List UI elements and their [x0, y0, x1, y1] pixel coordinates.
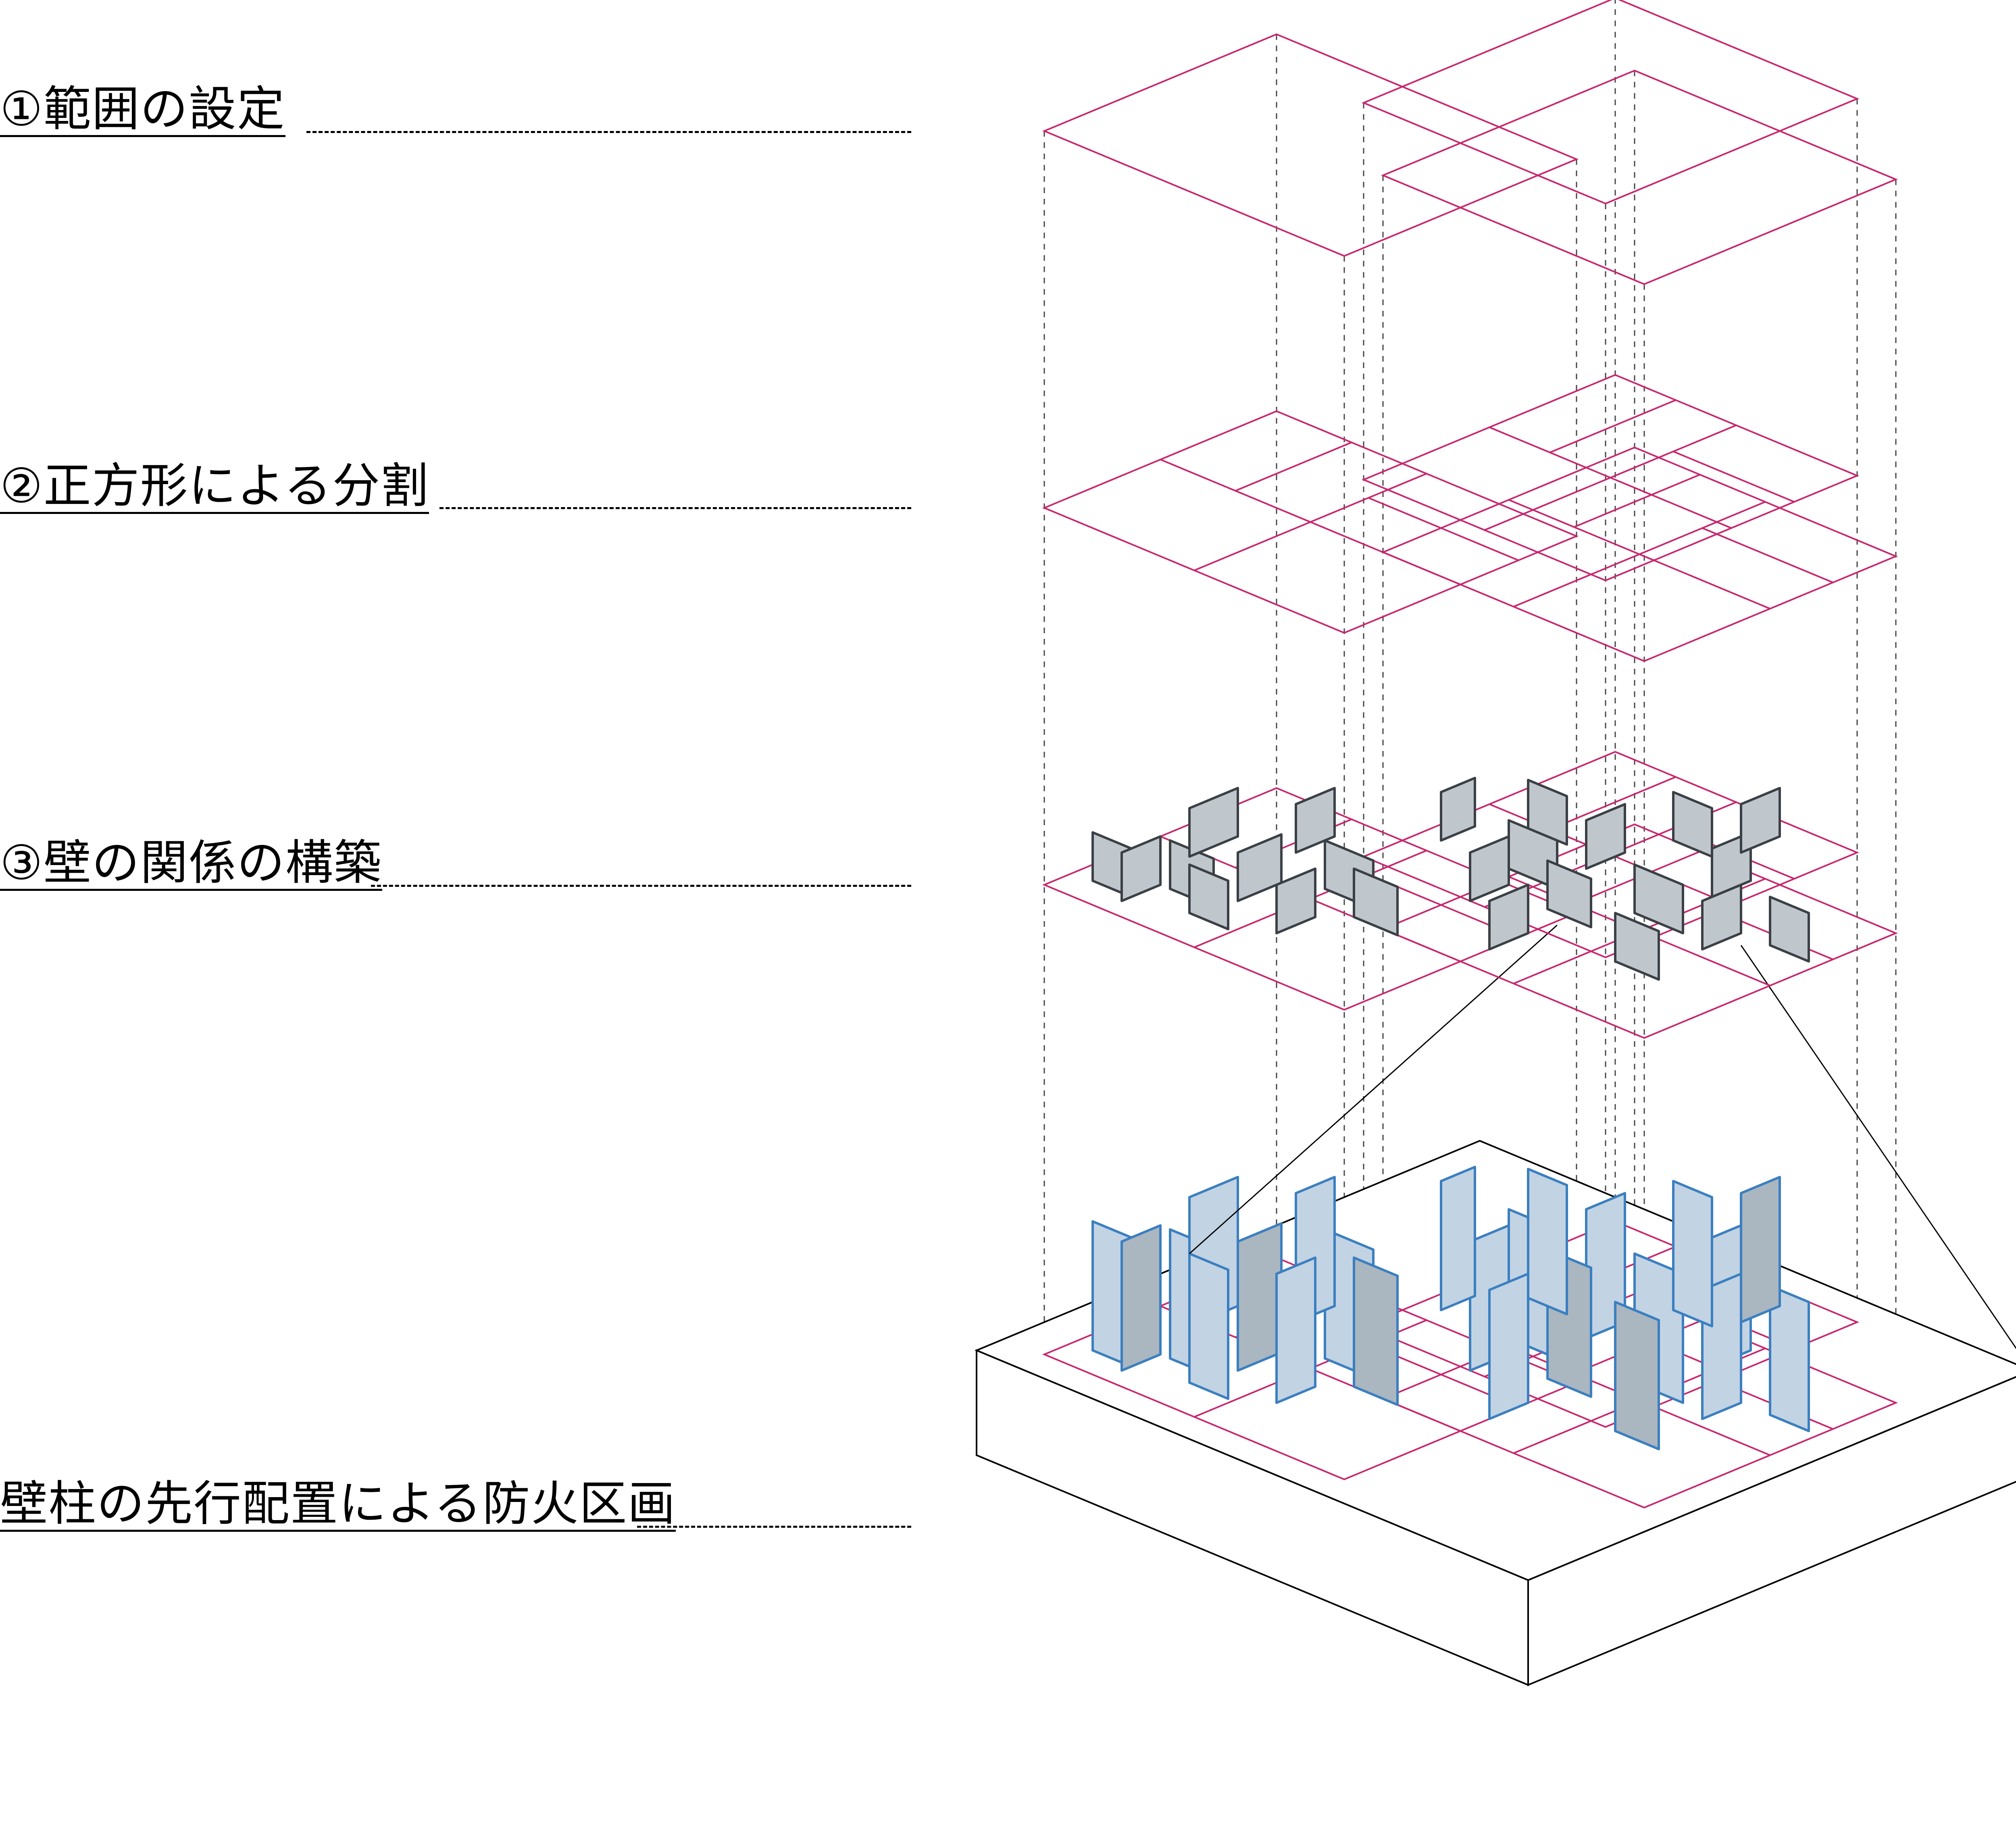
- wall-pillar: [1237, 1222, 1283, 1372]
- wall-pillar: [1353, 1256, 1399, 1406]
- division-line: [1574, 474, 1700, 528]
- division-square: [1361, 374, 1860, 582]
- wall-pillar: [1188, 1252, 1229, 1400]
- wall-pillar: [1440, 1166, 1476, 1311]
- wall-panel: [1488, 884, 1529, 951]
- wall-panel: [1188, 863, 1229, 930]
- division-line: [1549, 776, 1676, 830]
- wall-pillar: [1769, 1285, 1810, 1432]
- wall-panel: [1546, 859, 1592, 928]
- wall-pillar: [1488, 1273, 1529, 1420]
- wall-panel: [1295, 787, 1336, 854]
- wall-panel: [1769, 896, 1810, 963]
- wall-pillar: [1672, 1180, 1713, 1327]
- division-line: [1702, 527, 1833, 583]
- step-4-label: 壁柱の先行配置による防火区画: [0, 1471, 676, 1536]
- range-setting-layer: [1042, 0, 1898, 285]
- step-1-leader: [306, 131, 911, 133]
- wall-panel: [1469, 835, 1510, 902]
- wall-panel: [1120, 835, 1162, 902]
- wall-panel: [1740, 787, 1781, 854]
- step-4-leader: [637, 1526, 911, 1528]
- step-3-label: ③壁の関係の構築: [0, 830, 382, 895]
- wall-panel: [1633, 863, 1684, 934]
- division-line: [1673, 451, 1795, 503]
- division-line: [1368, 497, 1519, 561]
- division-square: [1042, 410, 1579, 634]
- wall-panel: [1527, 779, 1568, 846]
- wall-panel: [1353, 867, 1399, 936]
- wall-panel: [1275, 867, 1316, 934]
- wall-panel: [1614, 912, 1660, 981]
- wall-relationship-layer: [1042, 751, 1898, 1039]
- wall-panel: [1701, 884, 1742, 951]
- division-line: [1549, 399, 1676, 453]
- wall-panel: [1672, 791, 1713, 858]
- division-line: [1489, 426, 1732, 529]
- square-division-layer: [1042, 374, 1898, 662]
- callout-line: [1740, 945, 2016, 1349]
- range-square: [1042, 33, 1579, 257]
- wall-pillar: [1527, 1168, 1568, 1315]
- wall-pillar: [1120, 1224, 1162, 1372]
- wall-pillar: [1740, 1176, 1781, 1323]
- wall-panel: [1188, 787, 1239, 858]
- step-1-label: ①範囲の設定: [0, 77, 285, 141]
- step-2-label: ②正方形による分割: [0, 453, 429, 518]
- wall-pillar: [1275, 1256, 1316, 1404]
- wall-panel: [1440, 777, 1476, 842]
- range-square: [1361, 0, 1860, 205]
- division-line: [1235, 441, 1352, 492]
- wall-pillar: [1614, 1301, 1660, 1450]
- fire-compartment-layer: [1042, 924, 2016, 1509]
- division-square: [1381, 446, 1898, 662]
- range-square: [1381, 69, 1898, 285]
- step-3-leader: [371, 885, 911, 887]
- division-line: [1508, 499, 1770, 609]
- base-side: [1527, 1376, 2016, 1686]
- callout-line: [1189, 924, 1558, 1254]
- wall-panel: [1237, 833, 1283, 902]
- step-2-leader: [439, 507, 911, 509]
- wall-panel: [1585, 803, 1626, 870]
